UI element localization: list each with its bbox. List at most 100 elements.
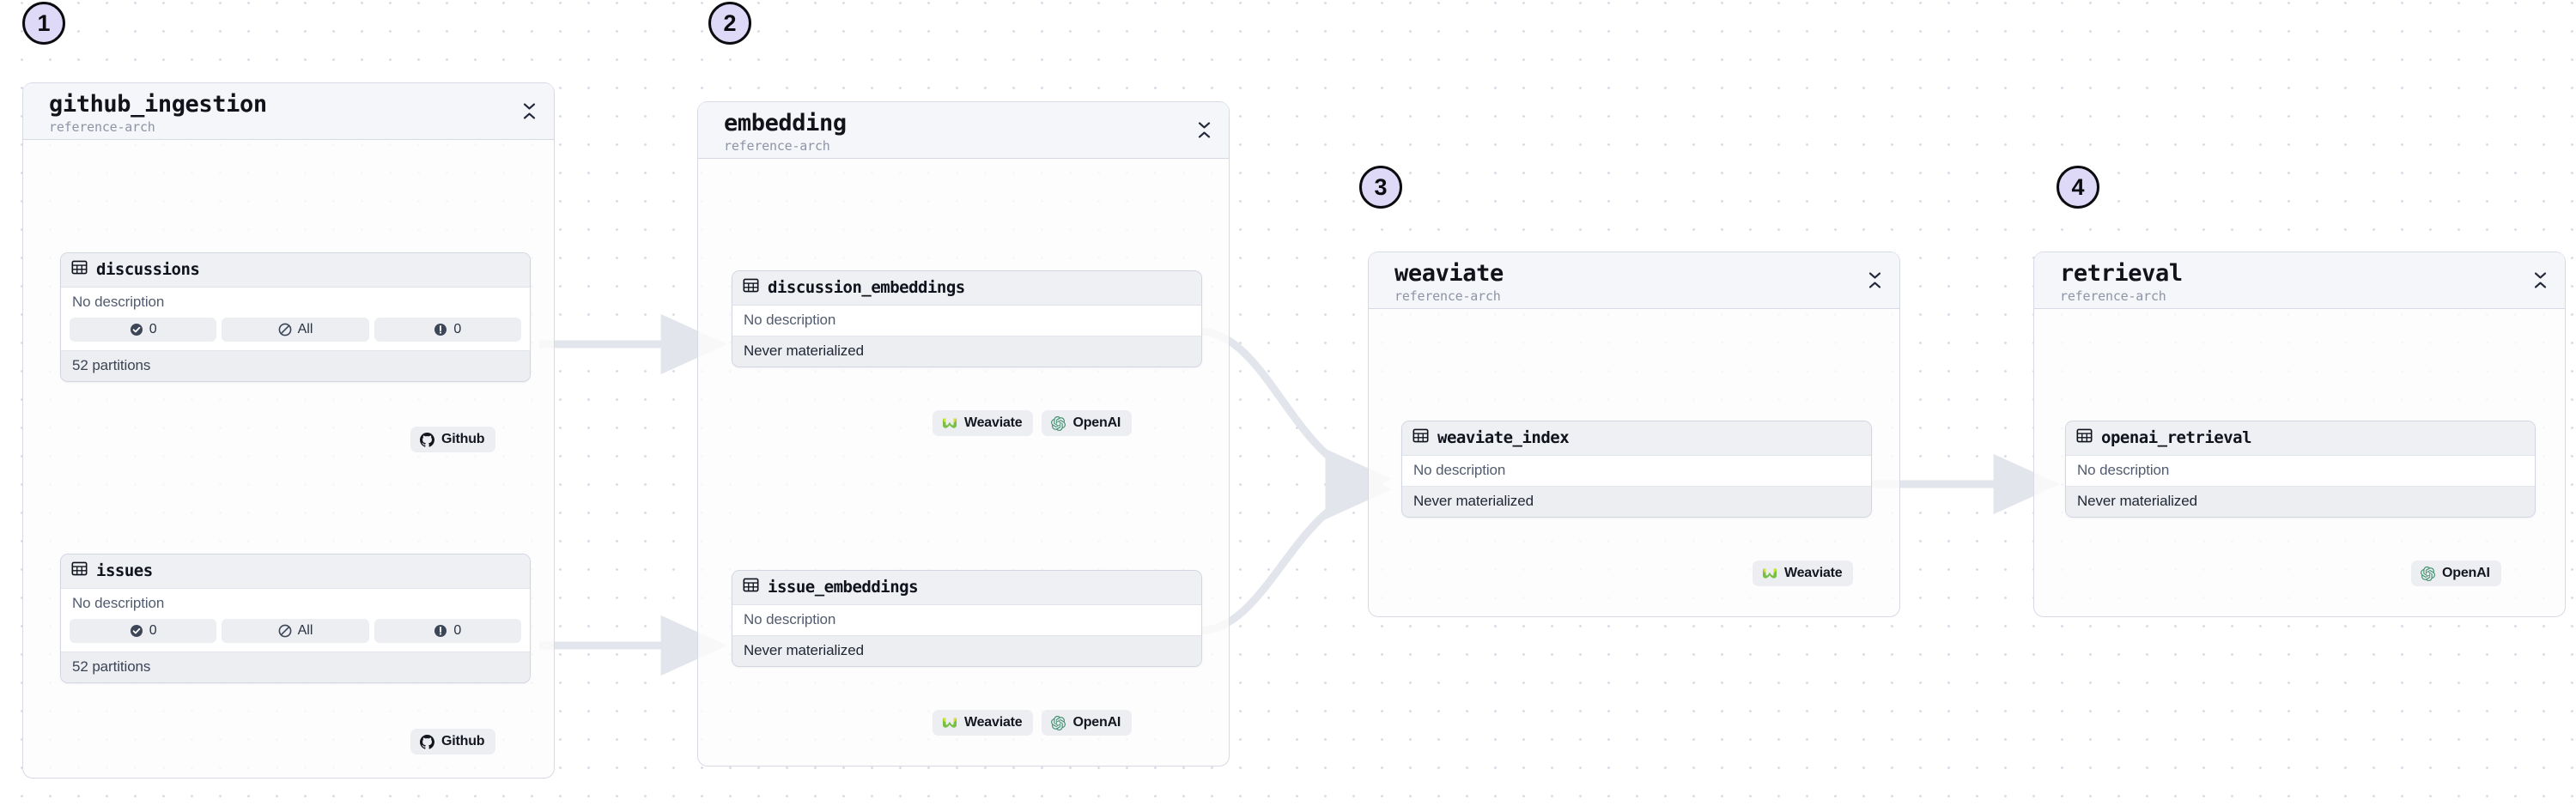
github-icon bbox=[420, 432, 434, 447]
openai-icon bbox=[2421, 566, 2435, 581]
asset-header[interactable]: issues bbox=[61, 555, 530, 589]
group-title: github_ingestion bbox=[49, 91, 267, 118]
table-icon bbox=[1413, 427, 1429, 448]
tag-label: Github bbox=[441, 432, 485, 446]
tag-label: Github bbox=[441, 734, 485, 748]
materialized-count-pill[interactable]: 0 bbox=[70, 318, 217, 342]
asset-node-discussion-embeddings[interactable]: discussion_embeddings No description Nev… bbox=[732, 270, 1202, 367]
count-value: All bbox=[297, 322, 313, 336]
tag-label: OpenAI bbox=[1072, 415, 1121, 430]
tag-weaviate[interactable]: Weaviate bbox=[933, 410, 1034, 436]
asset-name: openai_retrieval bbox=[2101, 428, 2252, 447]
group-index-badge-2: 2 bbox=[708, 2, 751, 45]
group-subtitle: reference-arch bbox=[2060, 288, 2166, 304]
asset-node-discussions[interactable]: discussions No description 0 All 0 52 pa… bbox=[60, 252, 531, 382]
tag-github[interactable]: Github bbox=[410, 729, 496, 754]
asset-node-openai-retrieval[interactable]: openai_retrieval No description Never ma… bbox=[2065, 421, 2536, 518]
openai-icon bbox=[1051, 715, 1066, 730]
collapse-chevrons-icon[interactable] bbox=[1196, 120, 1212, 141]
asset-name: discussions bbox=[96, 260, 200, 279]
asset-node-issue-embeddings[interactable]: issue_embeddings No description Never ma… bbox=[732, 570, 1202, 667]
tag-openai[interactable]: OpenAI bbox=[1042, 410, 1133, 436]
group-subtitle: reference-arch bbox=[49, 119, 155, 135]
slash-circle-icon bbox=[278, 624, 291, 638]
asset-header[interactable]: discussions bbox=[61, 253, 530, 288]
missing-count-pill[interactable]: All bbox=[222, 619, 369, 643]
group-index-badge-1: 1 bbox=[22, 2, 65, 45]
asset-tag-row-weaviate-index: Weaviate bbox=[1753, 561, 1854, 586]
tag-weaviate[interactable]: Weaviate bbox=[933, 710, 1034, 736]
asset-name: discussion_embeddings bbox=[768, 278, 965, 297]
table-icon bbox=[71, 561, 88, 581]
asset-name: weaviate_index bbox=[1437, 428, 1570, 447]
asset-node-issues[interactable]: issues No description 0 All 0 52 partiti… bbox=[60, 554, 531, 683]
check-circle-icon bbox=[130, 324, 143, 336]
asset-tag-row-issue-embeddings: Weaviate OpenAI bbox=[933, 710, 1133, 736]
asset-header[interactable]: weaviate_index bbox=[1402, 421, 1871, 456]
count-value: 0 bbox=[453, 623, 462, 638]
tag-label: Weaviate bbox=[964, 715, 1023, 730]
tag-openai[interactable]: OpenAI bbox=[2411, 561, 2501, 586]
tag-weaviate[interactable]: Weaviate bbox=[1753, 561, 1854, 586]
asset-name: issue_embeddings bbox=[768, 578, 919, 597]
asset-tag-row-issues: Github bbox=[410, 729, 496, 754]
count-value: 0 bbox=[453, 322, 462, 336]
asset-description: No description bbox=[61, 288, 530, 318]
asset-description: No description bbox=[1402, 456, 1871, 486]
openai-icon bbox=[1051, 415, 1066, 431]
group-header-retrieval[interactable]: retrieval reference-arch bbox=[2034, 252, 2565, 309]
slash-circle-icon bbox=[278, 323, 291, 336]
asset-partitions: 52 partitions bbox=[61, 651, 530, 682]
asset-tag-row-discussions: Github bbox=[410, 427, 496, 452]
asset-tag-row-openai-retrieval: OpenAI bbox=[2411, 561, 2501, 586]
asset-name: issues bbox=[96, 561, 153, 580]
asset-status: Never materialized bbox=[1402, 486, 1871, 517]
collapse-chevrons-icon[interactable] bbox=[521, 101, 537, 122]
asset-header[interactable]: openai_retrieval bbox=[2066, 421, 2535, 456]
asset-partitions: 52 partitions bbox=[61, 350, 530, 381]
count-value: All bbox=[297, 623, 313, 638]
weaviate-icon bbox=[1762, 567, 1777, 580]
group-subtitle: reference-arch bbox=[724, 138, 830, 154]
check-circle-icon bbox=[130, 625, 143, 637]
materialized-count-pill[interactable]: 0 bbox=[70, 619, 217, 643]
tag-label: Weaviate bbox=[1784, 566, 1843, 580]
table-icon bbox=[2076, 427, 2093, 448]
tag-github[interactable]: Github bbox=[410, 427, 496, 452]
asset-header[interactable]: issue_embeddings bbox=[732, 571, 1201, 605]
table-icon bbox=[743, 577, 759, 597]
collapse-chevrons-icon[interactable] bbox=[1867, 270, 1882, 291]
github-icon bbox=[420, 734, 434, 749]
asset-description: No description bbox=[61, 589, 530, 619]
asset-description: No description bbox=[732, 605, 1201, 635]
tag-label: Weaviate bbox=[964, 415, 1023, 430]
group-title: retrieval bbox=[2060, 260, 2183, 287]
missing-count-pill[interactable]: All bbox=[222, 318, 369, 342]
group-header-embedding[interactable]: embedding reference-arch bbox=[698, 102, 1229, 159]
tag-label: OpenAI bbox=[1072, 715, 1121, 730]
group-title: weaviate bbox=[1394, 260, 1504, 287]
asset-description: No description bbox=[2066, 456, 2535, 486]
asset-status: Never materialized bbox=[2066, 486, 2535, 517]
failed-count-pill[interactable]: 0 bbox=[374, 619, 521, 643]
weaviate-icon bbox=[942, 416, 957, 430]
exclamation-circle-icon bbox=[434, 625, 447, 637]
asset-tag-row-discussion-embeddings: Weaviate OpenAI bbox=[933, 410, 1133, 436]
collapse-chevrons-icon[interactable] bbox=[2532, 270, 2548, 291]
asset-count-row: 0 All 0 bbox=[61, 619, 530, 651]
asset-status: Never materialized bbox=[732, 336, 1201, 367]
group-index-badge-4: 4 bbox=[2057, 166, 2099, 209]
group-index-badge-3: 3 bbox=[1359, 166, 1402, 209]
asset-header[interactable]: discussion_embeddings bbox=[732, 271, 1201, 306]
group-header-weaviate[interactable]: weaviate reference-arch bbox=[1369, 252, 1899, 309]
tag-openai[interactable]: OpenAI bbox=[1042, 710, 1133, 736]
tag-label: OpenAI bbox=[2442, 566, 2490, 580]
group-title: embedding bbox=[724, 110, 847, 136]
failed-count-pill[interactable]: 0 bbox=[374, 318, 521, 342]
count-value: 0 bbox=[149, 623, 157, 638]
asset-node-weaviate-index[interactable]: weaviate_index No description Never mate… bbox=[1401, 421, 1872, 518]
weaviate-icon bbox=[942, 716, 957, 730]
group-subtitle: reference-arch bbox=[1394, 288, 1501, 304]
group-header-github-ingestion[interactable]: github_ingestion reference-arch bbox=[23, 83, 554, 140]
